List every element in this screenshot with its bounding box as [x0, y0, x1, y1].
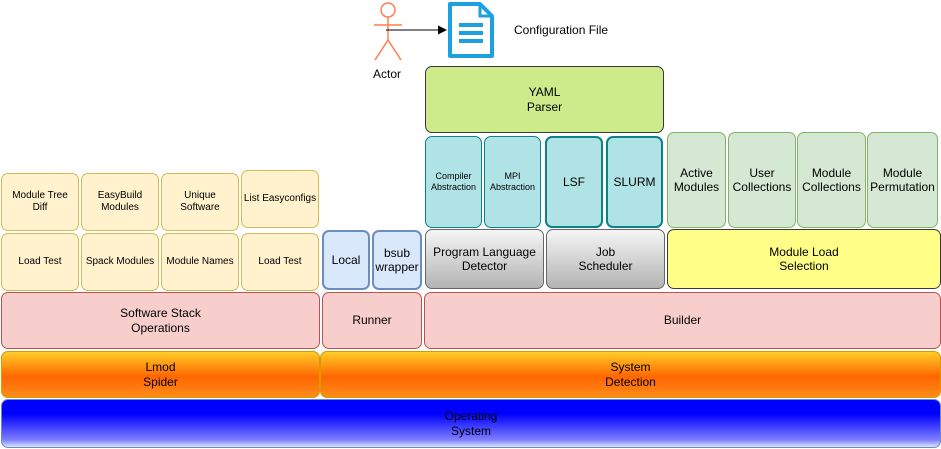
- runner-block: Runner: [322, 292, 422, 349]
- job-scheduler-block: Job Scheduler: [546, 229, 665, 289]
- user-collections-block: User Collections: [728, 132, 796, 228]
- module-permutation-block: Module Permutation: [867, 132, 938, 228]
- program-language-detector-block: Program Language Detector: [425, 229, 544, 289]
- arrow-connector: [386, 25, 447, 35]
- module-load-selection-block: Module Load Selection: [667, 229, 941, 289]
- spack-modules-block: Spack Modules: [81, 233, 159, 291]
- local-block: Local: [322, 230, 370, 290]
- builder-block: Builder: [424, 292, 941, 349]
- module-collections-block: Module Collections: [797, 132, 866, 228]
- active-modules-block: Active Modules: [667, 132, 726, 228]
- lsf-block: LSF: [545, 136, 603, 228]
- lmod-spider-block: Lmod Spider: [1, 351, 320, 398]
- document-icon: [448, 2, 494, 58]
- actor-label: Actor: [373, 67, 402, 81]
- module-names-block: Module Names: [161, 233, 239, 291]
- system-detection-block: System Detection: [320, 351, 941, 398]
- actor-icon: [374, 2, 402, 61]
- compiler-abstraction-block: Compiler Abstraction: [425, 136, 482, 228]
- config-file-label: Configuration File: [514, 23, 609, 37]
- yaml-parser-block: YAML Parser: [425, 66, 664, 133]
- software-stack-operations-block: Software Stack Operations: [1, 292, 320, 349]
- unique-software-block: Unique Software: [161, 173, 239, 231]
- load-test-block-2: Load Test: [241, 233, 319, 291]
- mpi-abstraction-block: MPI Abstraction: [484, 136, 541, 228]
- operating-system-block: Operating System: [1, 399, 941, 448]
- module-tree-diff-block: Module Tree Diff: [1, 173, 79, 231]
- list-easyconfigs-block: List Easyconfigs: [241, 170, 319, 228]
- slurm-block: SLURM: [606, 136, 663, 228]
- load-test-block-1: Load Test: [1, 233, 79, 291]
- bsub-wrapper-block: bsub wrapper: [372, 230, 422, 290]
- easybuild-modules-block: EasyBuild Modules: [81, 173, 159, 231]
